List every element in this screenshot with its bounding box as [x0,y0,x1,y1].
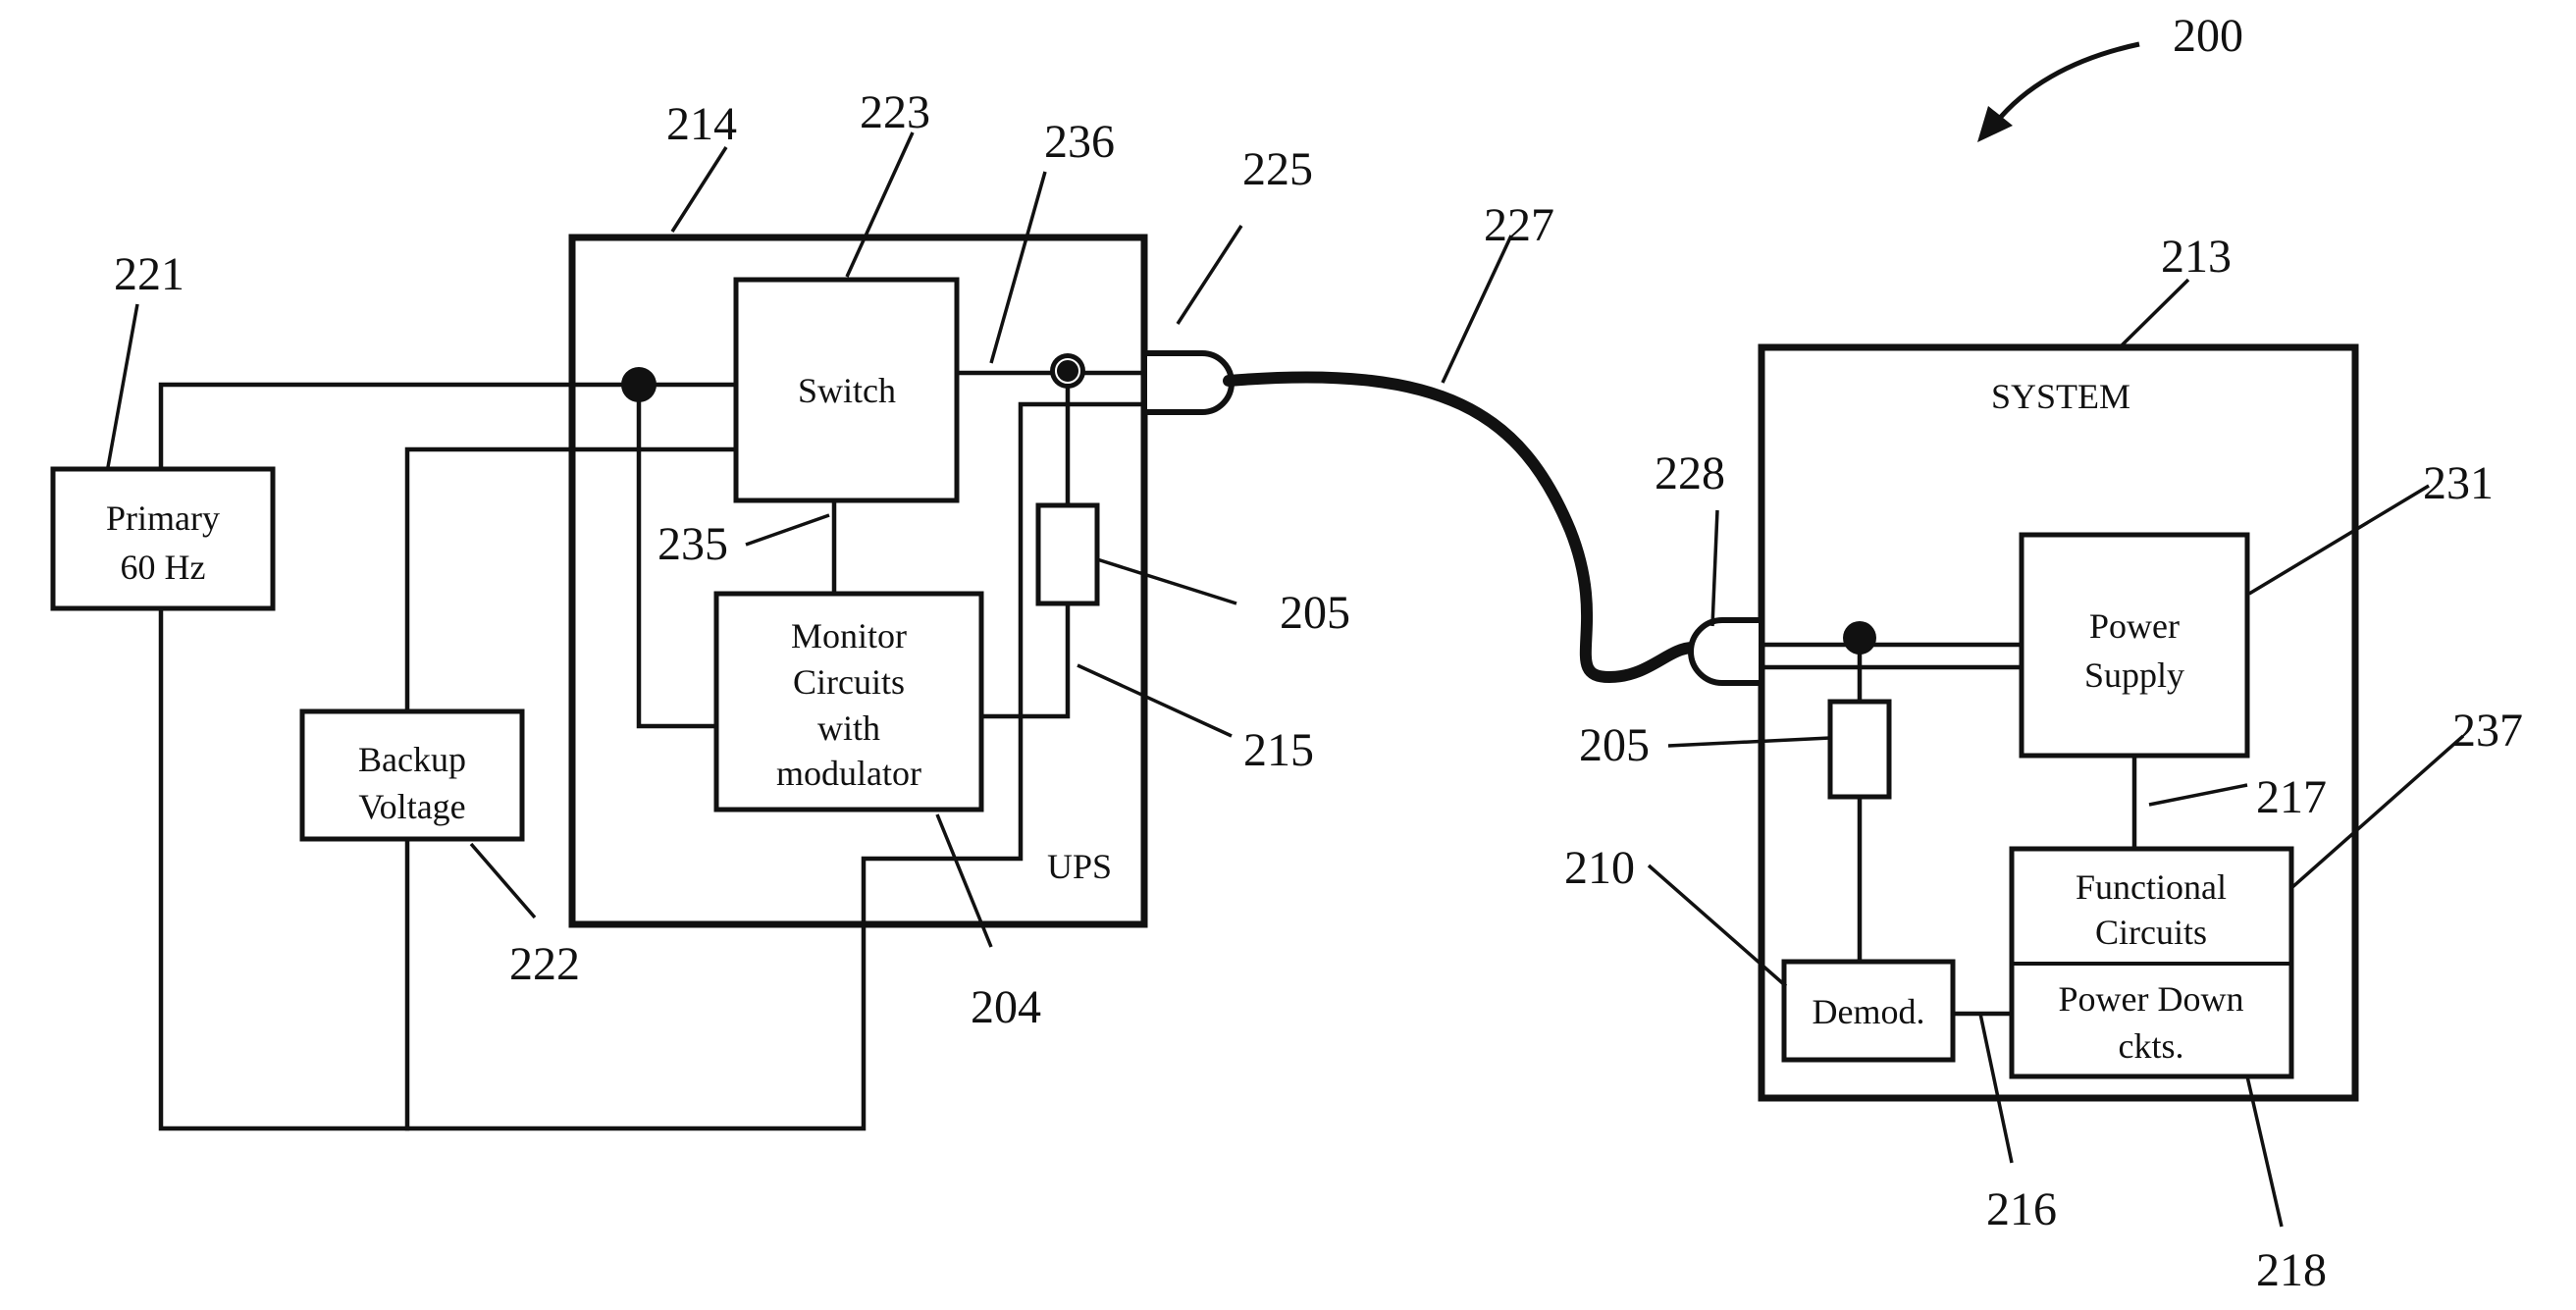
power-down-label-line2: ckts. [2119,1026,2184,1066]
ref-205-system: 205 [1579,719,1650,771]
primary-label-line1: Primary [106,498,220,538]
ref-214: 214 [666,98,737,150]
monitor-label-line4: modulator [776,754,921,793]
ref-236: 236 [1044,116,1115,168]
primary-label-line2: 60 Hz [121,548,206,587]
switch-label: Switch [798,371,896,410]
ref-205-ups: 205 [1280,587,1350,639]
ref-217: 217 [2256,771,2327,823]
ref-222: 222 [509,938,580,990]
figure-arrow-200 [1992,44,2139,128]
ups-label: UPS [1047,847,1112,886]
ref-223: 223 [860,86,930,138]
power-down-label-line1: Power Down [2059,979,2244,1019]
ref-204: 204 [971,981,1041,1033]
primary-60hz-block [53,469,273,608]
ref-221: 221 [114,248,184,300]
ref-228: 228 [1655,447,1725,499]
functional-label-line1: Functional [2076,867,2227,907]
ref-215: 215 [1243,724,1314,776]
ref-227: 227 [1484,199,1554,251]
backup-label-line2: Voltage [358,787,465,826]
monitor-label-line3: with [817,708,880,748]
ref-235: 235 [657,518,728,570]
ref-216: 216 [1986,1183,2057,1235]
power-supply-label-line1: Power [2089,606,2180,646]
system-junction-dot [1843,621,1876,655]
power-supply-label-line2: Supply [2084,655,2184,695]
ref-231: 231 [2423,457,2494,509]
ref-225: 225 [1242,143,1313,195]
monitor-label-line1: Monitor [791,616,907,655]
monitor-label-line2: Circuits [793,662,905,702]
system-resistor-205 [1830,702,1889,797]
ups-resistor-205 [1038,505,1097,603]
ref-200: 200 [2173,10,2243,62]
demod-label: Demod. [1813,992,1925,1031]
system-label: SYSTEM [1991,377,2130,416]
functional-label-line2: Circuits [2095,913,2207,952]
ups-connector-225 [1144,353,1232,412]
ups-junction-dot-left [621,367,657,402]
ref-218: 218 [2256,1244,2327,1296]
ref-237: 237 [2452,705,2523,757]
ref-210: 210 [1564,842,1635,894]
ref-213: 213 [2161,231,2232,283]
backup-label-line1: Backup [358,740,466,779]
system-connector-228 [1691,620,1761,683]
